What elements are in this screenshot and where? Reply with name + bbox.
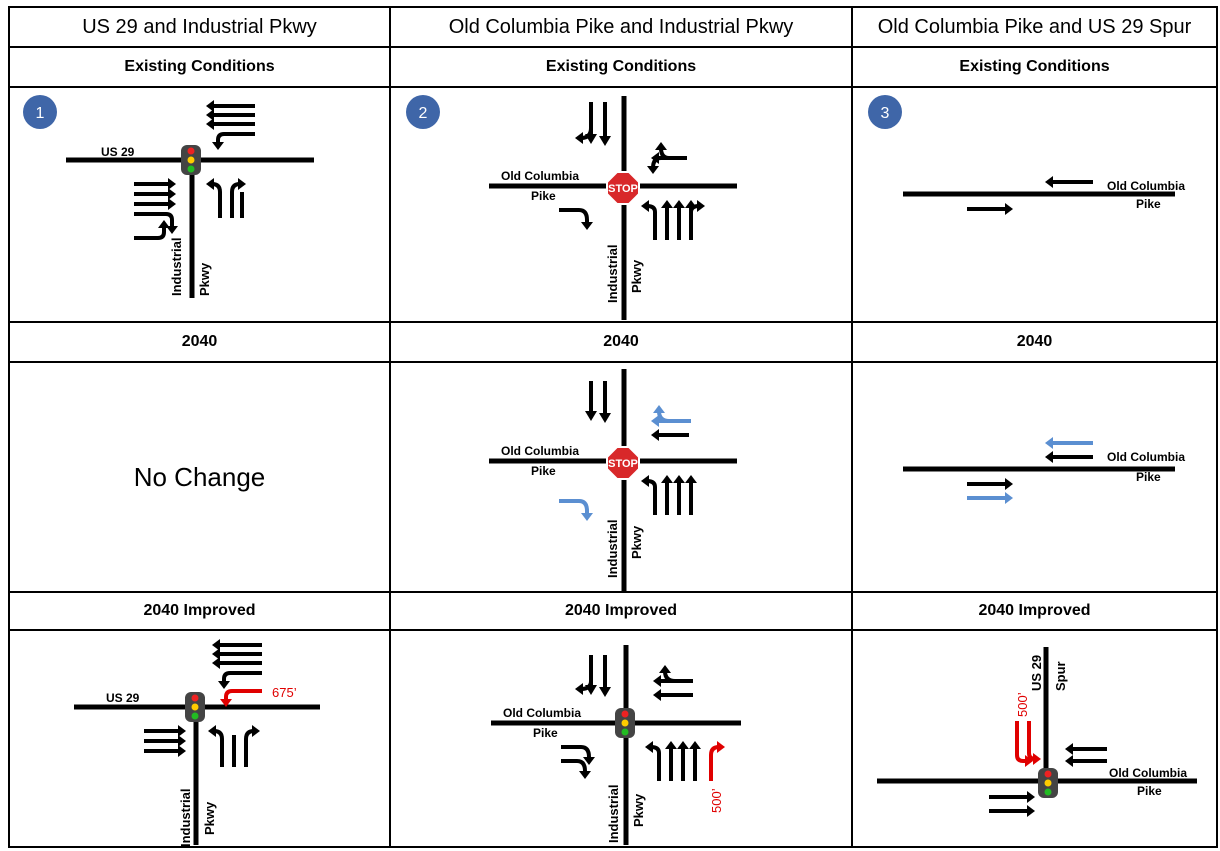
row-header-improved-2: 2040 Improved (389, 591, 853, 631)
improvement-arrow-eb-left (220, 689, 262, 707)
panel-existing-2: 2 STOP Old Columbia Pike Industrial Pkwy (389, 86, 853, 323)
label-us29-spur: US 29 (1029, 655, 1044, 691)
storage-length-500-nb: 500’ (709, 788, 724, 813)
panel-2040-3: Old Columbia Pike (851, 361, 1218, 593)
label-pike: Pike (1137, 784, 1162, 798)
stop-sign-text: STOP (608, 458, 638, 470)
badge-1-label: 1 (36, 105, 45, 122)
label-pike: Pike (1136, 470, 1161, 484)
row-header-2040-3: 2040 (851, 321, 1218, 363)
panel-improved-1: US 29 Industrial Pkwy 675’ (8, 629, 391, 848)
lane-arrows-improved-2 (561, 655, 701, 781)
label-pike: Pike (531, 189, 556, 203)
stop-sign-icon: STOP (606, 446, 640, 480)
label-pike: Pike (1136, 197, 1161, 211)
lane-arrows-2040-2 (585, 381, 697, 515)
diagram-existing-3: 3 Old Columbia Pike (868, 95, 1185, 215)
storage-length-675: 675’ (272, 685, 297, 700)
label-spur: Spur (1053, 661, 1068, 691)
label-old-columbia: Old Columbia (501, 169, 579, 183)
label-pkwy: Pkwy (631, 793, 646, 827)
panel-2040-2: STOP Old Columbia Pike Industrial Pkwy (389, 361, 853, 593)
no-change-text: No Change (133, 461, 266, 492)
column-title-2: Old Columbia Pike and Industrial Pkwy (389, 6, 853, 48)
new-lane-arrows-2040-2 (559, 405, 691, 521)
label-pike: Pike (533, 726, 558, 740)
panel-improved-2: Old Columbia Pike Industrial Pkwy (389, 629, 853, 848)
label-old-columbia: Old Columbia (1109, 766, 1187, 780)
label-old-columbia: Old Columbia (1107, 450, 1185, 464)
row-header-improved-1: 2040 Improved (8, 591, 391, 631)
label-us29: US 29 (106, 691, 140, 705)
diagram-existing-1: 1 US 29 Industrial Pkwy (23, 95, 314, 298)
diagram-2040-3: Old Columbia Pike (903, 437, 1185, 504)
badge-3-label: 3 (881, 105, 890, 122)
improvement-arrow-nb-right (709, 741, 725, 781)
label-pkwy: Pkwy (629, 525, 644, 559)
row-header-existing-3: Existing Conditions (851, 46, 1218, 88)
stop-sign-icon: STOP (606, 171, 640, 205)
label-pkwy: Pkwy (629, 259, 644, 293)
label-old-columbia: Old Columbia (501, 444, 579, 458)
diagram-improved-2: Old Columbia Pike Industrial Pkwy (491, 645, 741, 845)
row-header-improved-3: 2040 Improved (851, 591, 1218, 631)
label-old-columbia: Old Columbia (503, 706, 581, 720)
label-pkwy: Pkwy (197, 262, 212, 296)
storage-length-500-sb: 500’ (1015, 692, 1030, 717)
stop-sign-text: STOP (608, 183, 638, 195)
traffic-signal-icon (615, 708, 635, 738)
lane-arrows-existing-1 (134, 100, 255, 240)
improvement-arrows-sb (1015, 721, 1041, 767)
panel-improved-3: US 29 Spur Old Columbia Pike 500’ (851, 629, 1218, 848)
label-old-columbia: Old Columbia (1107, 179, 1185, 193)
traffic-signal-icon (185, 692, 205, 722)
row-header-existing-1: Existing Conditions (8, 46, 391, 88)
badge-1 (23, 95, 57, 129)
badge-3 (868, 95, 902, 129)
lane-arrows-existing-2 (559, 102, 705, 240)
label-industrial: Industrial (605, 244, 620, 303)
badge-2 (406, 95, 440, 129)
lane-arrows-improved-3 (989, 743, 1107, 817)
row-header-existing-2: Existing Conditions (389, 46, 853, 88)
lane-arrows-2040-3 (967, 451, 1093, 490)
label-industrial: Industrial (606, 784, 621, 843)
traffic-signal-icon (1038, 768, 1058, 798)
lane-arrows-existing-3 (967, 176, 1093, 215)
row-header-2040-2: 2040 (389, 321, 853, 363)
label-industrial: Industrial (605, 519, 620, 578)
label-us29: US 29 (101, 145, 135, 159)
label-pkwy: Pkwy (202, 801, 217, 835)
row-header-2040-1: 2040 (8, 321, 391, 363)
column-title-3: Old Columbia Pike and US 29 Spur (851, 6, 1218, 48)
panel-2040-1: No Change (8, 361, 391, 593)
diagram-improved-1: US 29 Industrial Pkwy 675’ (74, 639, 320, 847)
new-lane-arrows-2040-3 (967, 437, 1093, 504)
column-title-1: US 29 and Industrial Pkwy (8, 6, 391, 48)
diagram-improved-3: US 29 Spur Old Columbia Pike 500’ (877, 647, 1197, 817)
panel-existing-1: 1 US 29 Industrial Pkwy (8, 86, 391, 323)
lane-arrows-improved-1 (144, 639, 262, 767)
panel-existing-3: 3 Old Columbia Pike (851, 86, 1218, 323)
diagram-2040-2: STOP Old Columbia Pike Industrial Pkwy (489, 369, 737, 591)
badge-2-label: 2 (419, 105, 428, 122)
traffic-signal-icon (181, 145, 201, 175)
diagram-existing-2: 2 STOP Old Columbia Pike Industrial Pkwy (406, 95, 737, 320)
label-industrial: Industrial (169, 237, 184, 296)
label-pike: Pike (531, 464, 556, 478)
intersection-lane-configuration-grid: US 29 and Industrial Pkwy Old Columbia P… (8, 6, 1218, 848)
label-industrial: Industrial (178, 788, 193, 847)
